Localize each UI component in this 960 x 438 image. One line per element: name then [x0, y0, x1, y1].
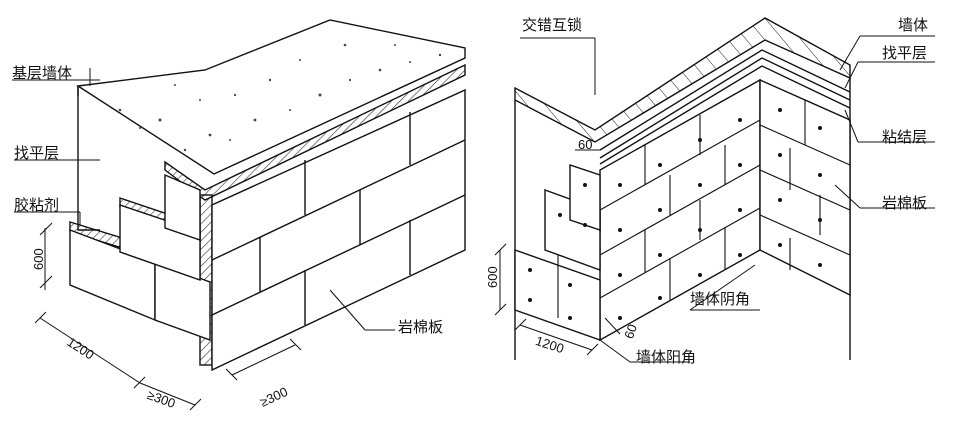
- right-leveling-band: [599, 49, 851, 151]
- right-board-joints: [211, 112, 466, 325]
- right-dimensions: [494, 149, 621, 356]
- base-wall-face: [77, 86, 100, 231]
- leveling-label-right: 找平层: [882, 44, 928, 62]
- left-leaders: [12, 68, 395, 331]
- anchor-points: [528, 108, 822, 320]
- right-view-joints: [557, 100, 851, 318]
- leveling-layer-label: 找平层: [14, 144, 60, 162]
- left-boards: [69, 173, 211, 341]
- base-wall-label: 基层墙体: [12, 64, 73, 82]
- interlock-label: 交错互锁: [522, 16, 583, 34]
- dim-height-right: 600: [485, 266, 500, 288]
- base-wall-top: [76, 19, 466, 175]
- inner-corner-label: 墙体阴角: [690, 290, 751, 308]
- rock-wool-label-left: 岩棉板: [398, 318, 444, 336]
- left-dimensions: [34, 222, 302, 411]
- right-isometric-view: [494, 17, 935, 363]
- adhesive-label: 胶粘剂: [14, 196, 60, 214]
- outer-corner-label: 墙体阳角: [636, 348, 697, 366]
- left-isometric-view: [12, 19, 466, 411]
- dim-offset-top: 60: [578, 137, 593, 152]
- right-leaders: [520, 35, 935, 363]
- concrete-texture: [118, 43, 442, 152]
- bond-layer-label: 粘结层: [882, 128, 928, 146]
- rock-wool-label-right: 岩棉板: [882, 194, 928, 212]
- dim-height-left: 600: [31, 248, 46, 270]
- wall-label: 墙体: [898, 16, 929, 34]
